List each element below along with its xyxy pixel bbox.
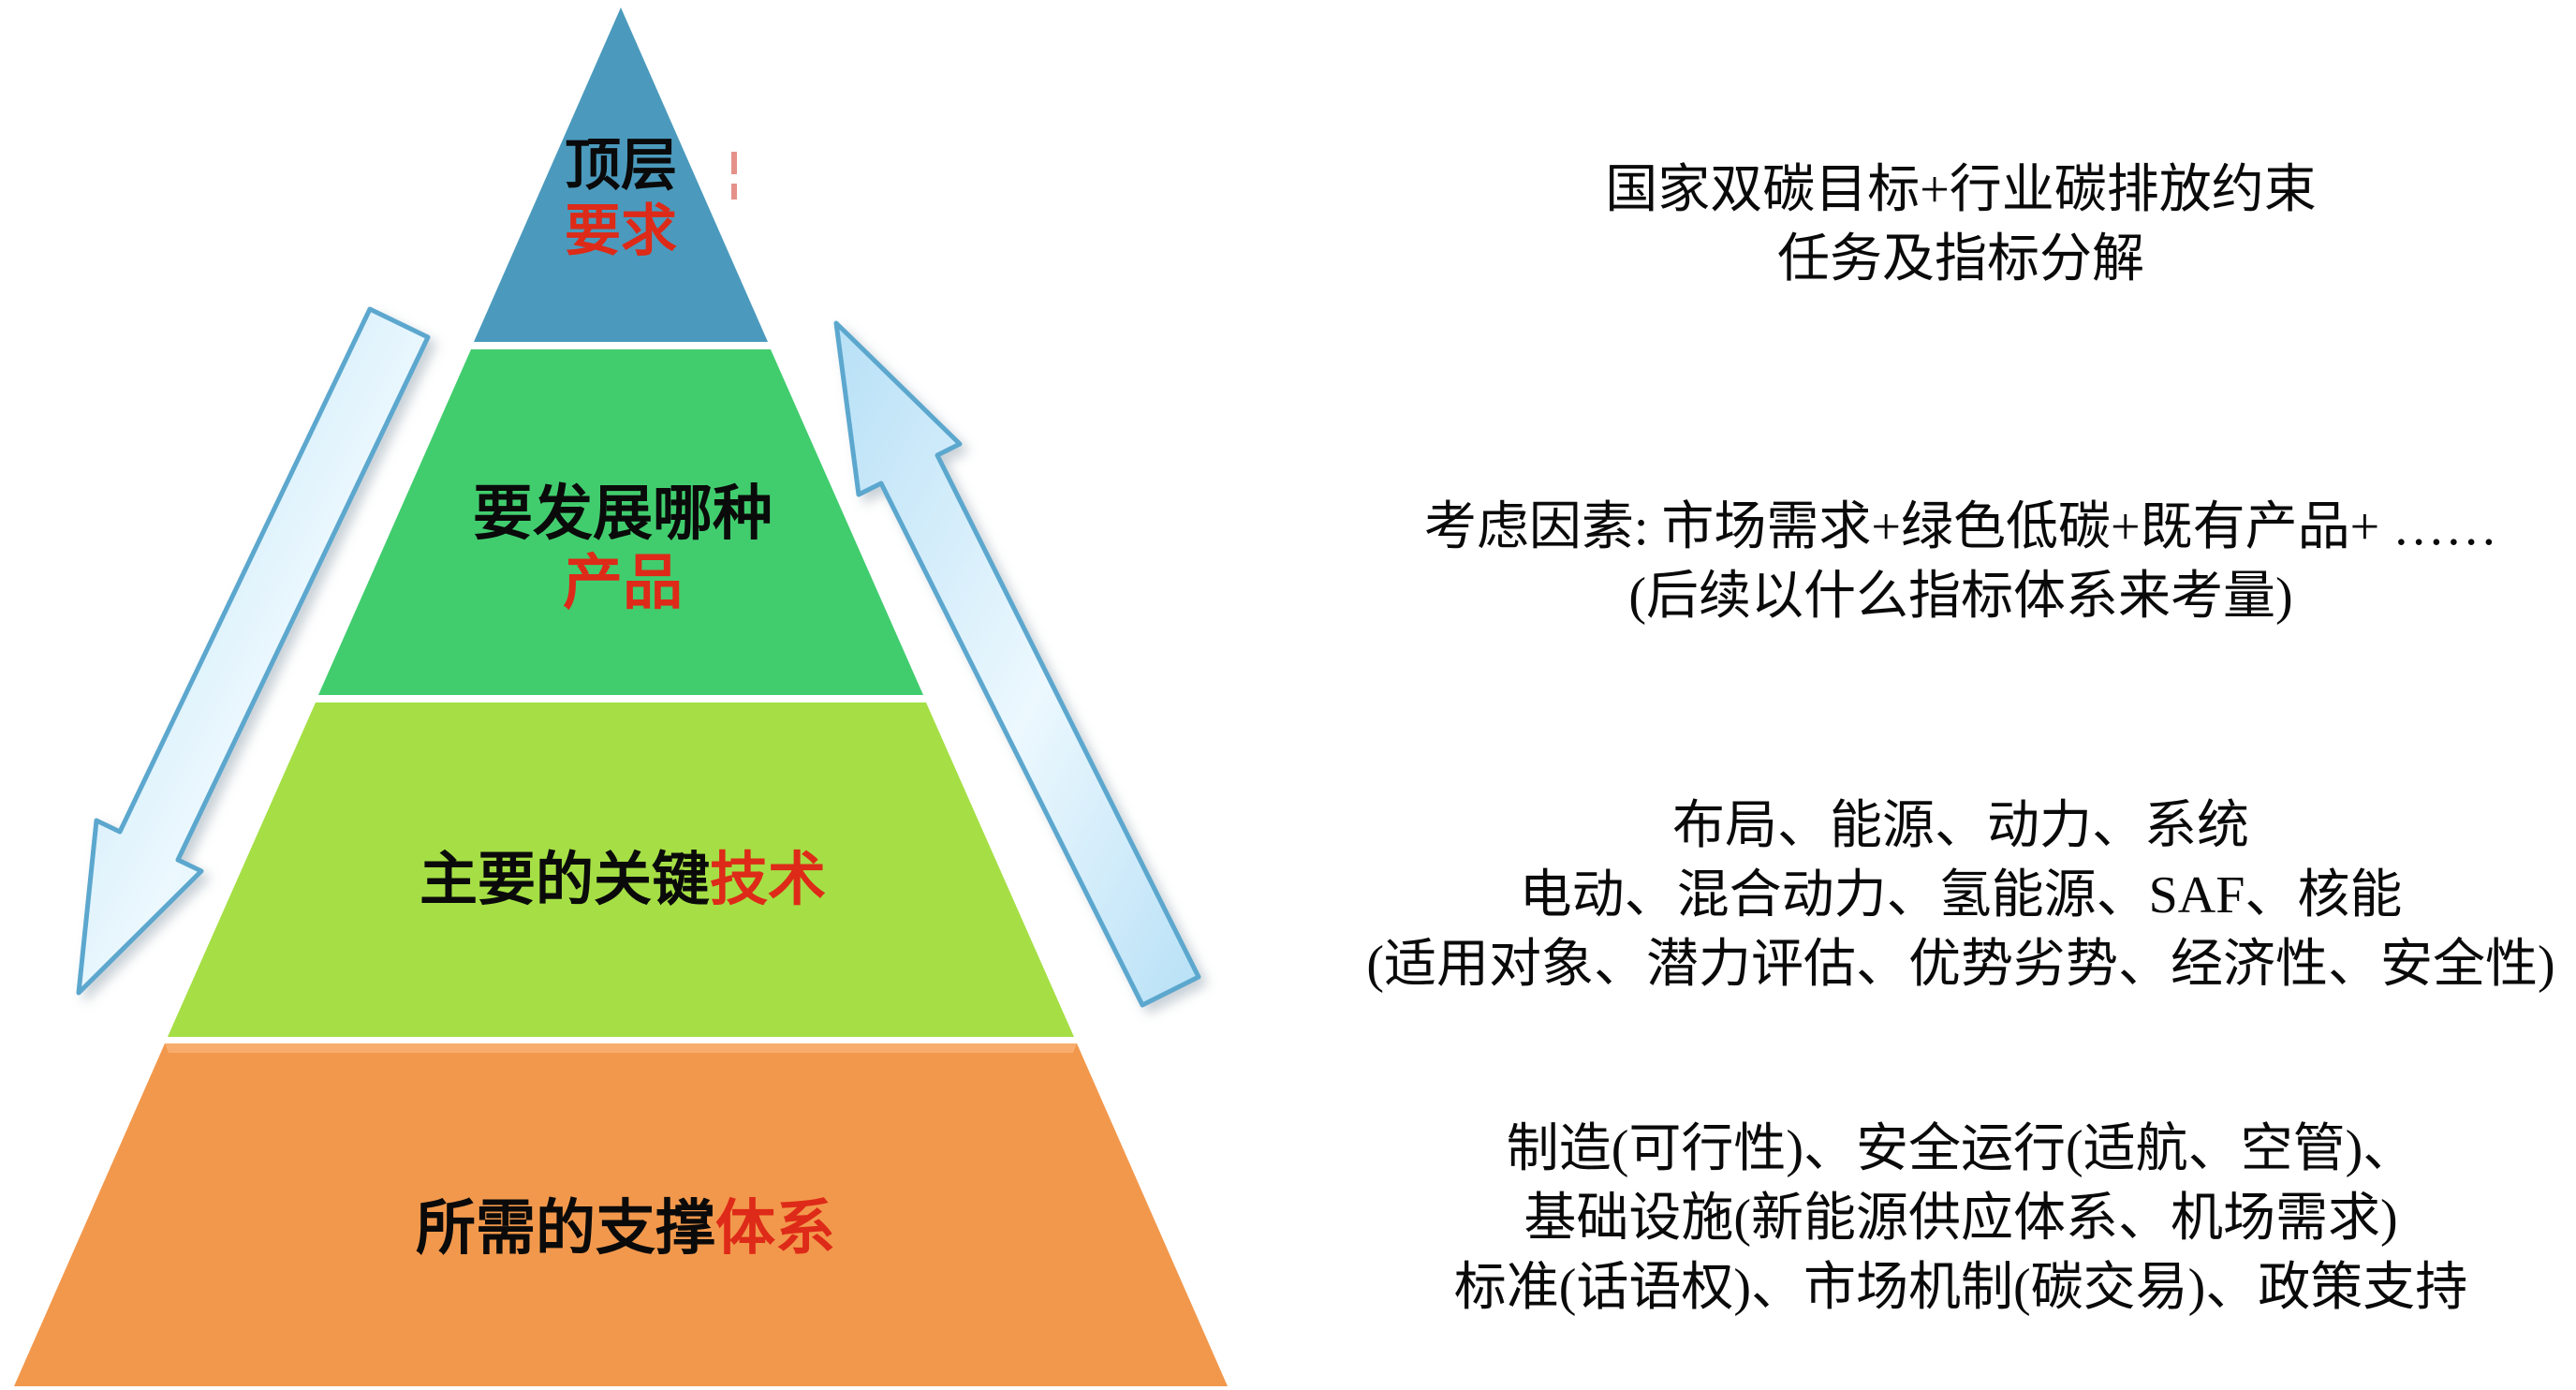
level-1-label-black: 顶层	[565, 135, 677, 197]
annotation-line: 基础设施(新能源供应体系、机场需求)	[1524, 1190, 2398, 1248]
pyramid-level-3-shape	[168, 702, 1074, 1037]
level-2-label-red: 产品	[563, 550, 683, 616]
pyramid-level-1-shape	[474, 7, 768, 342]
level-3-label-red: 技术	[710, 849, 827, 912]
stray-red-mark	[731, 152, 737, 200]
annotation-line: (后续以什么指标体系来考量)	[1628, 568, 2293, 626]
pyramid-level-3-label: 主要的关键技术	[420, 848, 826, 913]
annotation-line: 任务及指标分解	[1777, 230, 2144, 288]
level-3-label-black: 主要的关键	[419, 849, 710, 912]
pyramid-level-4-label: 所需的支撑体系	[416, 1195, 835, 1263]
level-1-label-red: 要求	[565, 200, 677, 262]
annotation-line: 布局、能源、动力、系统	[1671, 797, 2249, 855]
annotation-line: (适用对象、潜力评估、优势劣势、经济性、安全性)	[1366, 936, 2555, 994]
pyramid-level-4-top-edge	[165, 1043, 1077, 1053]
annotation-line: 标准(话语权)、市场机制(碳交易)、政策支持	[1453, 1259, 2468, 1317]
pyramid-level-4-shape	[14, 1043, 1228, 1386]
arrow-up-right-icon	[833, 320, 1201, 1008]
pyramid-level-2-label: 要发展哪种 产品	[473, 480, 773, 618]
annotation-product-factors: 考虑因素: 市场需求+绿色低碳+既有产品+ …… (后续以什么指标体系来考量)	[1424, 493, 2497, 631]
annotation-line: 制造(可行性)、安全运行(适航、空管)、	[1506, 1120, 2416, 1178]
level-4-label-black: 所需的支撑	[416, 1195, 715, 1262]
level-4-label-red: 体系	[715, 1195, 835, 1262]
annotation-support-system: 制造(可行性)、安全运行(适航、空管)、 基础设施(新能源供应体系、机场需求) …	[1454, 1115, 2468, 1323]
annotation-key-technologies: 布局、能源、动力、系统 电动、混合动力、氢能源、SAF、核能 (适用对象、潜力评…	[1366, 791, 2554, 999]
annotation-line: 电动、混合动力、氢能源、SAF、核能	[1519, 866, 2403, 924]
annotation-top-level-requirements: 国家双碳目标+行业碳排放约束 任务及指标分解	[1605, 155, 2317, 294]
annotation-line: 考虑因素: 市场需求+绿色低碳+既有产品+ ……	[1423, 498, 2498, 556]
level-2-label-black: 要发展哪种	[473, 481, 773, 547]
annotation-line: 国家双碳目标+行业碳排放约束	[1605, 161, 2317, 219]
arrow-down-left-icon	[76, 306, 431, 996]
pyramid-level-2-shape	[318, 349, 923, 695]
pyramid-level-1-label: 顶层 要求	[565, 133, 677, 264]
